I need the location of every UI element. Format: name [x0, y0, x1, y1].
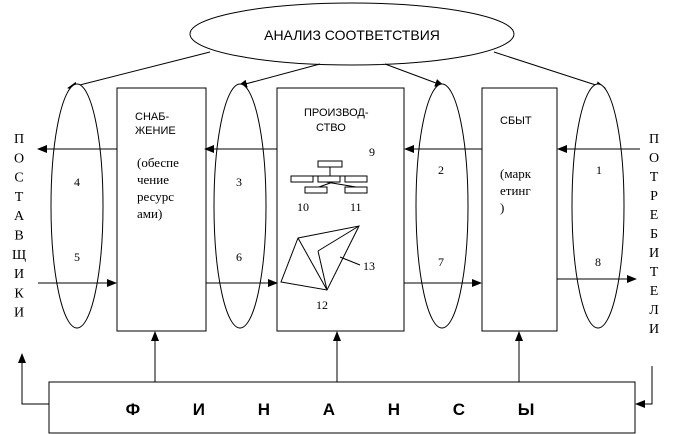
consumers-letter: П: [649, 132, 659, 147]
label-5: 5: [74, 250, 80, 264]
production-box: [276, 87, 405, 332]
label-4: 4: [74, 175, 80, 189]
suppliers-letter: И: [14, 267, 24, 282]
sales-detail: (марк етинг ): [500, 166, 534, 215]
sales-title: СБЫТ: [500, 115, 532, 127]
finance-left-connector: [18, 353, 49, 405]
consumers-letter: Р: [650, 189, 658, 204]
suppliers-letter: Щ: [12, 248, 26, 263]
consumers-letter: Л: [649, 303, 659, 318]
finance-box: [48, 381, 636, 434]
production-title: ПРОИЗВОД- СТВО: [304, 107, 372, 134]
org-chart-icon: [290, 160, 368, 194]
label-7: 7: [438, 255, 444, 269]
analysis-arrow-2: [237, 63, 321, 88]
suppliers-letter: В: [14, 229, 23, 244]
label-2: 2: [438, 163, 444, 177]
label-3: 3: [236, 175, 242, 189]
suppliers-letter: О: [14, 151, 24, 166]
consumers-letter: Е: [650, 208, 659, 223]
oval-suppliers: [50, 83, 104, 329]
consumers-letter: И: [649, 322, 659, 337]
supply-title: СНАБ- ЖЕНИЕ: [135, 111, 176, 137]
pyramid-icon: [280, 225, 361, 291]
suppliers-letter: П: [14, 132, 24, 147]
consumers-letter: Б: [650, 227, 658, 242]
label-12: 12: [316, 298, 328, 312]
supply-box: [116, 87, 207, 332]
suppliers-letter: К: [14, 286, 24, 301]
label-10: 10: [297, 200, 309, 214]
consumers-letter: И: [649, 246, 659, 261]
oval-supply-production: [213, 83, 267, 329]
consumers-letter: Т: [650, 170, 659, 185]
analysis-arrow-1: [67, 51, 211, 90]
sales-box: [481, 87, 558, 332]
consumers-letter: О: [649, 151, 659, 166]
label-13: 13: [363, 259, 375, 273]
oval-consumers: [571, 83, 625, 329]
oval-production-sales: [415, 83, 469, 329]
label-1: 1: [596, 163, 602, 177]
consumers-letter: Е: [650, 284, 659, 299]
analysis-ellipse: [189, 2, 515, 66]
analysis-arrow-3: [384, 63, 445, 87]
finance-label: Ф И Н А Н С Ы: [126, 400, 559, 419]
label-6: 6: [236, 250, 242, 264]
label-11: 11: [350, 200, 362, 214]
supply-detail: (обеспе чение ресурс ами): [137, 155, 182, 221]
consumers-letter: Т: [650, 265, 659, 280]
label-9: 9: [369, 145, 375, 159]
finance-right-connector: [635, 366, 653, 408]
suppliers-letter: И: [14, 306, 24, 321]
analysis-arrow-4: [493, 51, 606, 90]
suppliers-letter: Т: [15, 190, 24, 205]
label-8: 8: [595, 255, 601, 269]
analysis-title: АНАЛИЗ СООТВЕТСТВИЯ: [264, 27, 440, 43]
suppliers-letter: С: [14, 171, 23, 186]
suppliers-letter: А: [14, 209, 25, 224]
